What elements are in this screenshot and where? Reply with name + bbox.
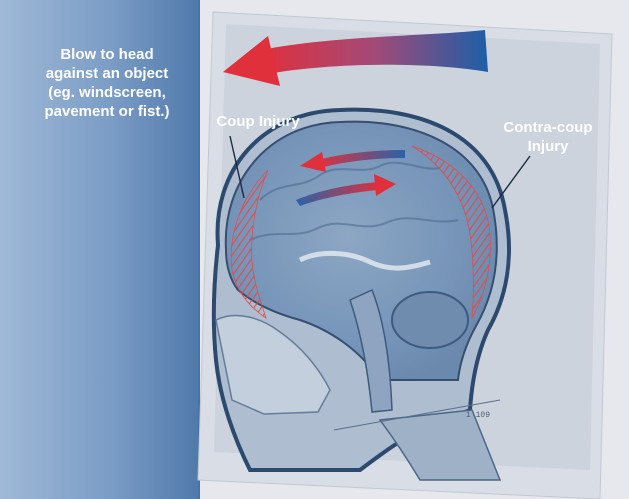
contra-coup-injury-label: Contra-coup Injury: [478, 118, 618, 156]
scan-text: 1 109: [466, 411, 490, 420]
cerebellum: [392, 292, 468, 348]
coup-injury-label: Coup Injury: [200, 112, 316, 131]
impact-description-label: Blow to head against an object (eg. wind…: [22, 45, 192, 121]
